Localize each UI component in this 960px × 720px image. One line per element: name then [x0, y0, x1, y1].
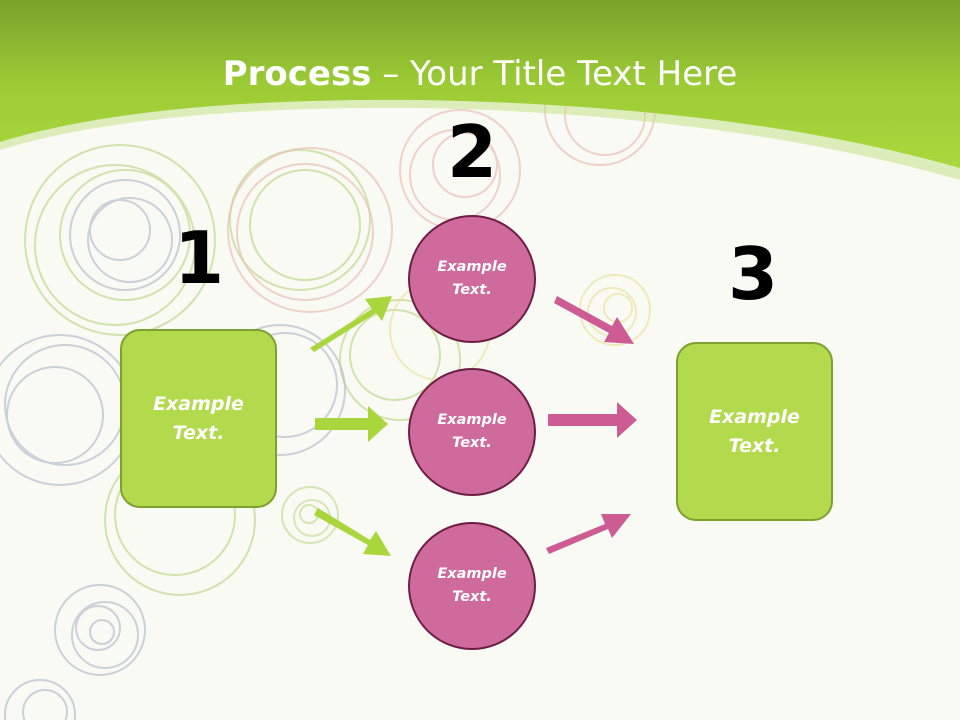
- step-3-box: Example Text.: [676, 342, 833, 521]
- title-rest: – Your Title Text Here: [371, 54, 738, 94]
- green-arrow-right: [315, 406, 388, 442]
- step-1-box: Example Text.: [120, 329, 277, 508]
- title-bold: Process: [222, 54, 372, 94]
- step-2-circle-3: Example Text.: [408, 522, 536, 650]
- green-arrow-up: [310, 296, 392, 352]
- green-arrow-down: [314, 508, 391, 556]
- step-1-text: Example Text.: [153, 392, 244, 444]
- step-number-2: 2: [446, 110, 498, 194]
- pink-arrow-right: [548, 402, 637, 438]
- step-2-circle-3-text: Example Text.: [437, 566, 507, 605]
- slide-title: Process – Your Title Text Here: [0, 52, 960, 96]
- pink-arrow-down: [554, 296, 634, 344]
- step-number-3: 3: [727, 232, 779, 316]
- step-2-circle-1-text: Example Text.: [437, 259, 507, 298]
- pink-arrow-up: [546, 514, 631, 554]
- step-3-text: Example Text.: [709, 405, 800, 457]
- step-2-circle-2: Example Text.: [408, 368, 536, 496]
- step-number-1: 1: [173, 216, 225, 300]
- arrows: [310, 296, 637, 556]
- step-2-circle-2-text: Example Text.: [437, 412, 507, 451]
- header-band: [0, 0, 960, 180]
- step-2-circle-1: Example Text.: [408, 215, 536, 343]
